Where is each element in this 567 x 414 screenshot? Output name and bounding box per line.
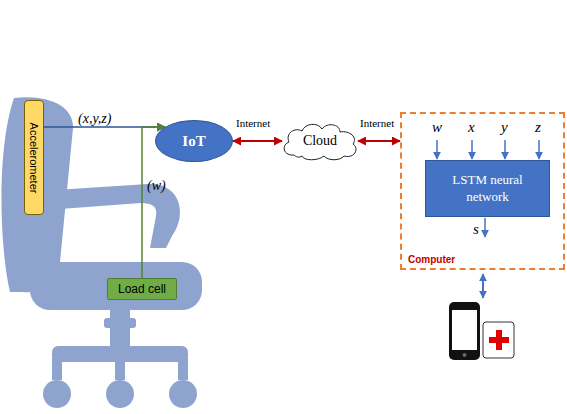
load-cell-box: Load cell [107,278,177,300]
phone-screen [452,310,477,350]
cloud-shape: Cloud [280,121,360,161]
chair-cylinder [104,318,136,328]
input-arrow [436,140,438,159]
phone-body [449,302,480,360]
node-text: Cloud [303,133,337,149]
input-arrow [471,140,473,159]
medical-kit-icon [483,322,514,358]
input-arrow [538,140,540,159]
chair-armrest [55,184,180,248]
computer-box: Computer LSTM neural network [400,112,565,270]
node-text: IoT [182,133,205,150]
phone-icon [449,302,480,360]
connector [358,140,400,142]
medical-kit [483,322,514,358]
chair-leg [52,358,62,380]
edge-label: Internet [236,117,270,129]
signal-name: s [473,221,479,238]
chair-wheel [43,380,71,408]
sensor-box: Accelerometer [24,100,44,215]
node-text: LSTM neural network [434,172,541,206]
chair-seat [30,262,202,310]
node-text: Accelerometer [28,122,40,193]
signal-name: z [535,119,541,136]
output-arrow [484,218,486,237]
red-cross [489,337,509,343]
cloud-path [284,124,356,159]
phone-link-arrow [482,274,484,298]
edge-label: (w) [147,178,166,194]
chair-leg [115,358,125,380]
signal-name: w [432,119,442,136]
node-text: Computer [408,254,455,265]
phone-button [463,353,467,357]
edge-label: (x,y,z) [78,111,111,127]
node-text: Load cell [118,282,166,296]
chair-leg [178,358,188,380]
lstm-box: LSTM neural network [425,160,550,217]
signal-name: y [501,119,508,136]
signal-name: x [468,119,475,136]
edge-label: Internet [360,117,394,129]
connector [233,140,282,142]
iot-ellipse: IoT [155,120,233,162]
chair-wheel [106,380,134,408]
input-arrow [504,140,506,159]
chair-wheel [169,380,197,408]
